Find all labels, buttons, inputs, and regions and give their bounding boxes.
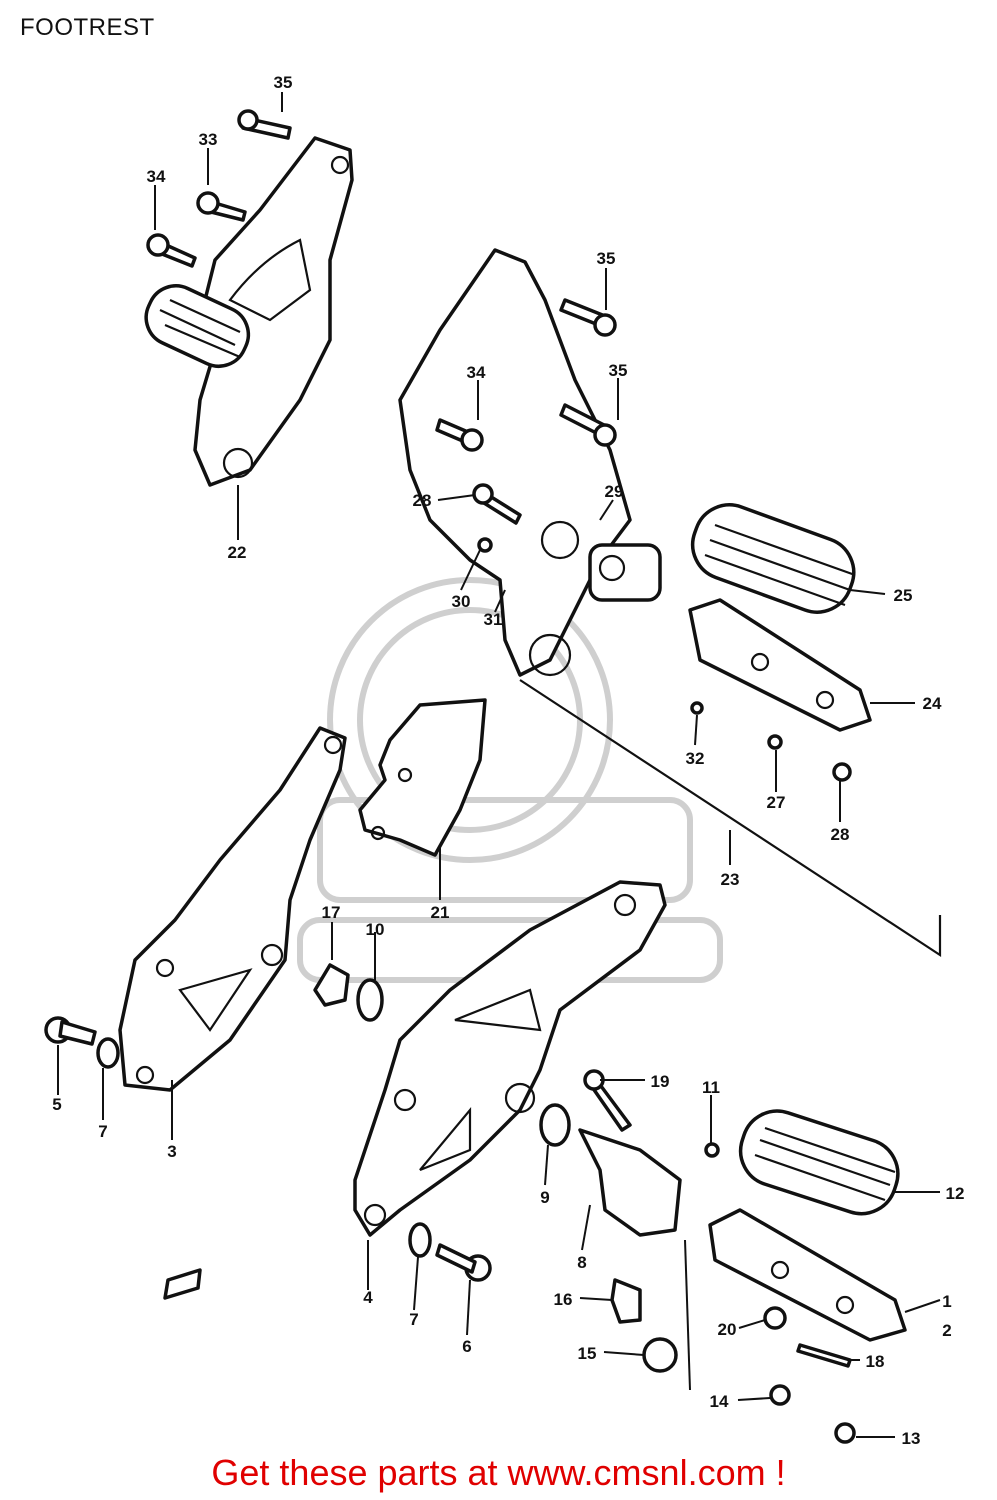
callout-18: 18	[866, 1352, 885, 1371]
callout-8: 8	[577, 1253, 586, 1272]
callout-20: 20	[718, 1320, 737, 1339]
callout-35-a: 35	[274, 73, 293, 92]
front-footrest-bracket-right	[353, 880, 667, 1237]
callout-33: 33	[199, 130, 218, 149]
callout-labels: 35 33 34 22 35 35 34 28 29 30 31 25 24 3…	[52, 73, 964, 1448]
front-footrest-bracket-left	[118, 726, 347, 1092]
callout-11: 11	[702, 1078, 720, 1097]
callout-7-a: 7	[98, 1122, 107, 1141]
callout-9: 9	[540, 1188, 549, 1207]
callout-22: 22	[228, 543, 247, 562]
callout-14: 14	[710, 1392, 729, 1411]
front-right-footpeg-assembly	[610, 1109, 907, 1444]
callout-34-a: 34	[147, 167, 166, 186]
leader-lines	[57, 92, 941, 1438]
callout-12: 12	[946, 1184, 965, 1203]
callout-27: 27	[767, 793, 786, 812]
callout-35-b: 35	[597, 249, 616, 268]
callout-4: 4	[363, 1288, 373, 1307]
right-footpeg-assembly	[688, 503, 872, 782]
callout-1: 1	[942, 1292, 951, 1311]
callout-3: 3	[167, 1142, 176, 1161]
callout-17: 17	[322, 903, 341, 922]
callout-23: 23	[721, 870, 740, 889]
callout-19: 19	[651, 1072, 670, 1091]
callout-32: 32	[686, 749, 705, 768]
callout-2: 2	[942, 1321, 951, 1340]
callout-29: 29	[605, 482, 624, 501]
callout-7-b: 7	[409, 1310, 418, 1329]
callout-15: 15	[578, 1344, 597, 1363]
callout-35-c: 35	[609, 361, 628, 380]
callout-6: 6	[462, 1337, 471, 1356]
callout-34-b: 34	[467, 363, 486, 382]
watermark-logo	[297, 577, 723, 983]
heel-guard-plate	[358, 698, 487, 857]
callout-25: 25	[894, 586, 913, 605]
bolt-group-upper	[146, 109, 617, 553]
rear-footrest-bracket-right	[398, 248, 942, 958]
callout-30: 30	[452, 592, 471, 611]
callout-28-a: 28	[413, 491, 432, 510]
hardware-lower	[44, 963, 720, 1300]
callout-28-b: 28	[831, 825, 850, 844]
callout-31: 31	[484, 610, 503, 629]
callout-24: 24	[923, 694, 942, 713]
callout-21: 21	[431, 903, 450, 922]
callout-10: 10	[366, 920, 385, 939]
diagram-title: FOOTREST	[20, 14, 155, 41]
callout-5: 5	[52, 1095, 61, 1114]
get-parts-link[interactable]: Get these parts at www.cmsnl.com !	[211, 1452, 786, 1493]
callout-13: 13	[902, 1429, 921, 1448]
callout-16: 16	[554, 1290, 573, 1309]
rear-footrest-bracket-left	[144, 136, 354, 487]
